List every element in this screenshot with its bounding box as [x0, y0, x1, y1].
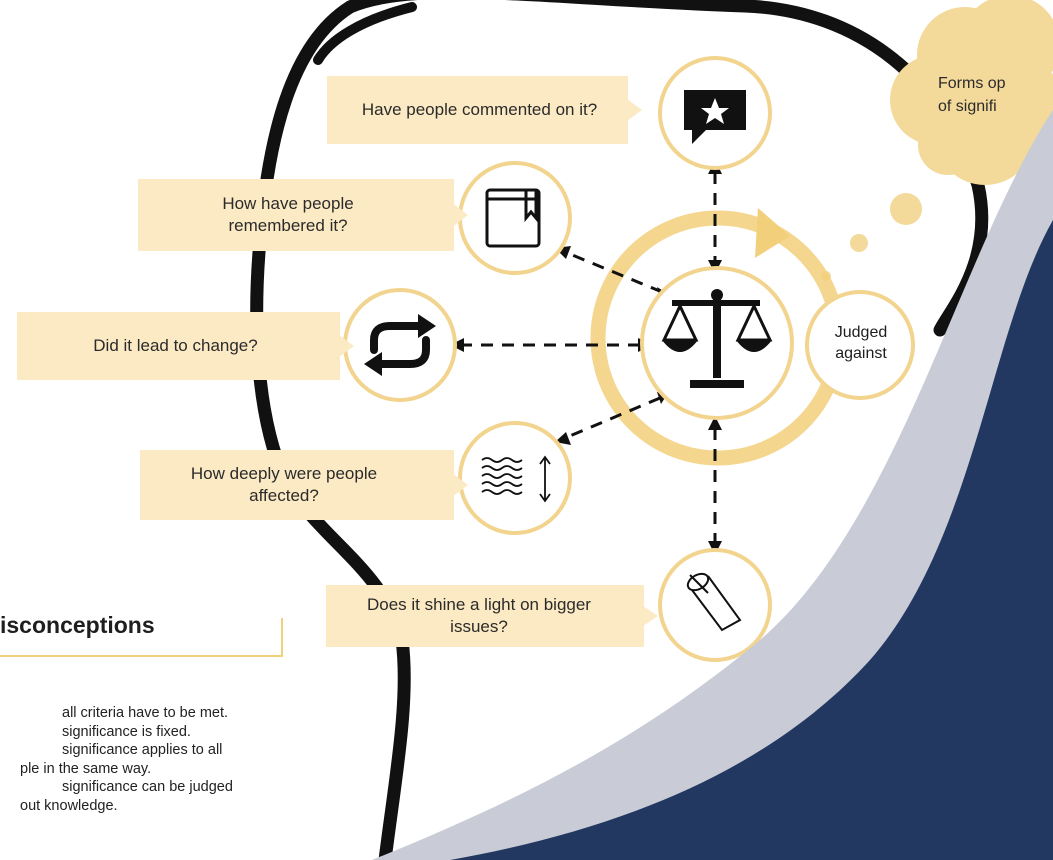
- misconception-item: out knowledge.: [0, 797, 285, 816]
- misconceptions-title: isconceptions: [0, 612, 155, 638]
- opinion-cloud: [890, 0, 1053, 185]
- head-outline-left-top: [313, 2, 417, 65]
- bookmarked-book-icon: [485, 188, 541, 248]
- misconception-item: significance can be judged: [0, 778, 285, 797]
- circle-change: [343, 288, 457, 402]
- cloud-text: Forms op of signifi: [938, 72, 1006, 118]
- flashlight-icon: [686, 572, 742, 632]
- dashed-connectors: [460, 172, 717, 545]
- navy-panel: [450, 220, 1053, 860]
- misconception-text: all criteria have to be met.: [62, 705, 229, 721]
- waves-arrow-icon: [481, 455, 551, 503]
- judged-against-label: Judged against: [834, 324, 888, 362]
- misconception-item: all criteria have to be met.: [0, 704, 285, 723]
- misconception-item: significance is fixed.: [0, 723, 285, 742]
- cloud-line-2: of signifi: [938, 98, 997, 115]
- cycle-ring-arrowhead: [755, 208, 790, 258]
- question-commented: Have people commented on it?: [327, 76, 642, 144]
- speech-bubble-star-icon: [684, 90, 746, 144]
- misconception-text: ple in the same way.: [20, 760, 152, 777]
- misconception-text: out knowledge.: [20, 797, 118, 814]
- thought-dot-medium: [850, 234, 868, 252]
- scales-icon: [661, 289, 773, 388]
- circle-bigger-issues: [658, 548, 772, 662]
- repeat-arrowheads: [364, 314, 436, 376]
- question-bigger-issues: Does it shine a light on bigger issues?: [326, 585, 658, 647]
- misconception-item: significance applies to all: [0, 741, 285, 760]
- misconceptions-list: all criteria have to be met. significanc…: [0, 704, 285, 815]
- question-remembered: How have people remembered it?: [138, 179, 468, 251]
- cloud-line-1: Forms op: [938, 75, 1006, 92]
- misconceptions-underline: [0, 618, 283, 657]
- misconception-text: significance is fixed.: [62, 723, 191, 740]
- misconception-text: significance can be judged: [62, 779, 233, 795]
- question-change: Did it lead to change?: [17, 312, 354, 380]
- head-outline: [343, 0, 989, 337]
- circle-remembered: [458, 161, 572, 275]
- thought-dot-large: [890, 193, 922, 225]
- misconception-item: ple in the same way.: [0, 760, 285, 779]
- circle-judged: [805, 290, 915, 400]
- misconception-text: significance applies to all: [62, 742, 223, 758]
- repeat-arrows-icon: [370, 322, 430, 368]
- question-affected: How deeply were people affected?: [140, 450, 468, 520]
